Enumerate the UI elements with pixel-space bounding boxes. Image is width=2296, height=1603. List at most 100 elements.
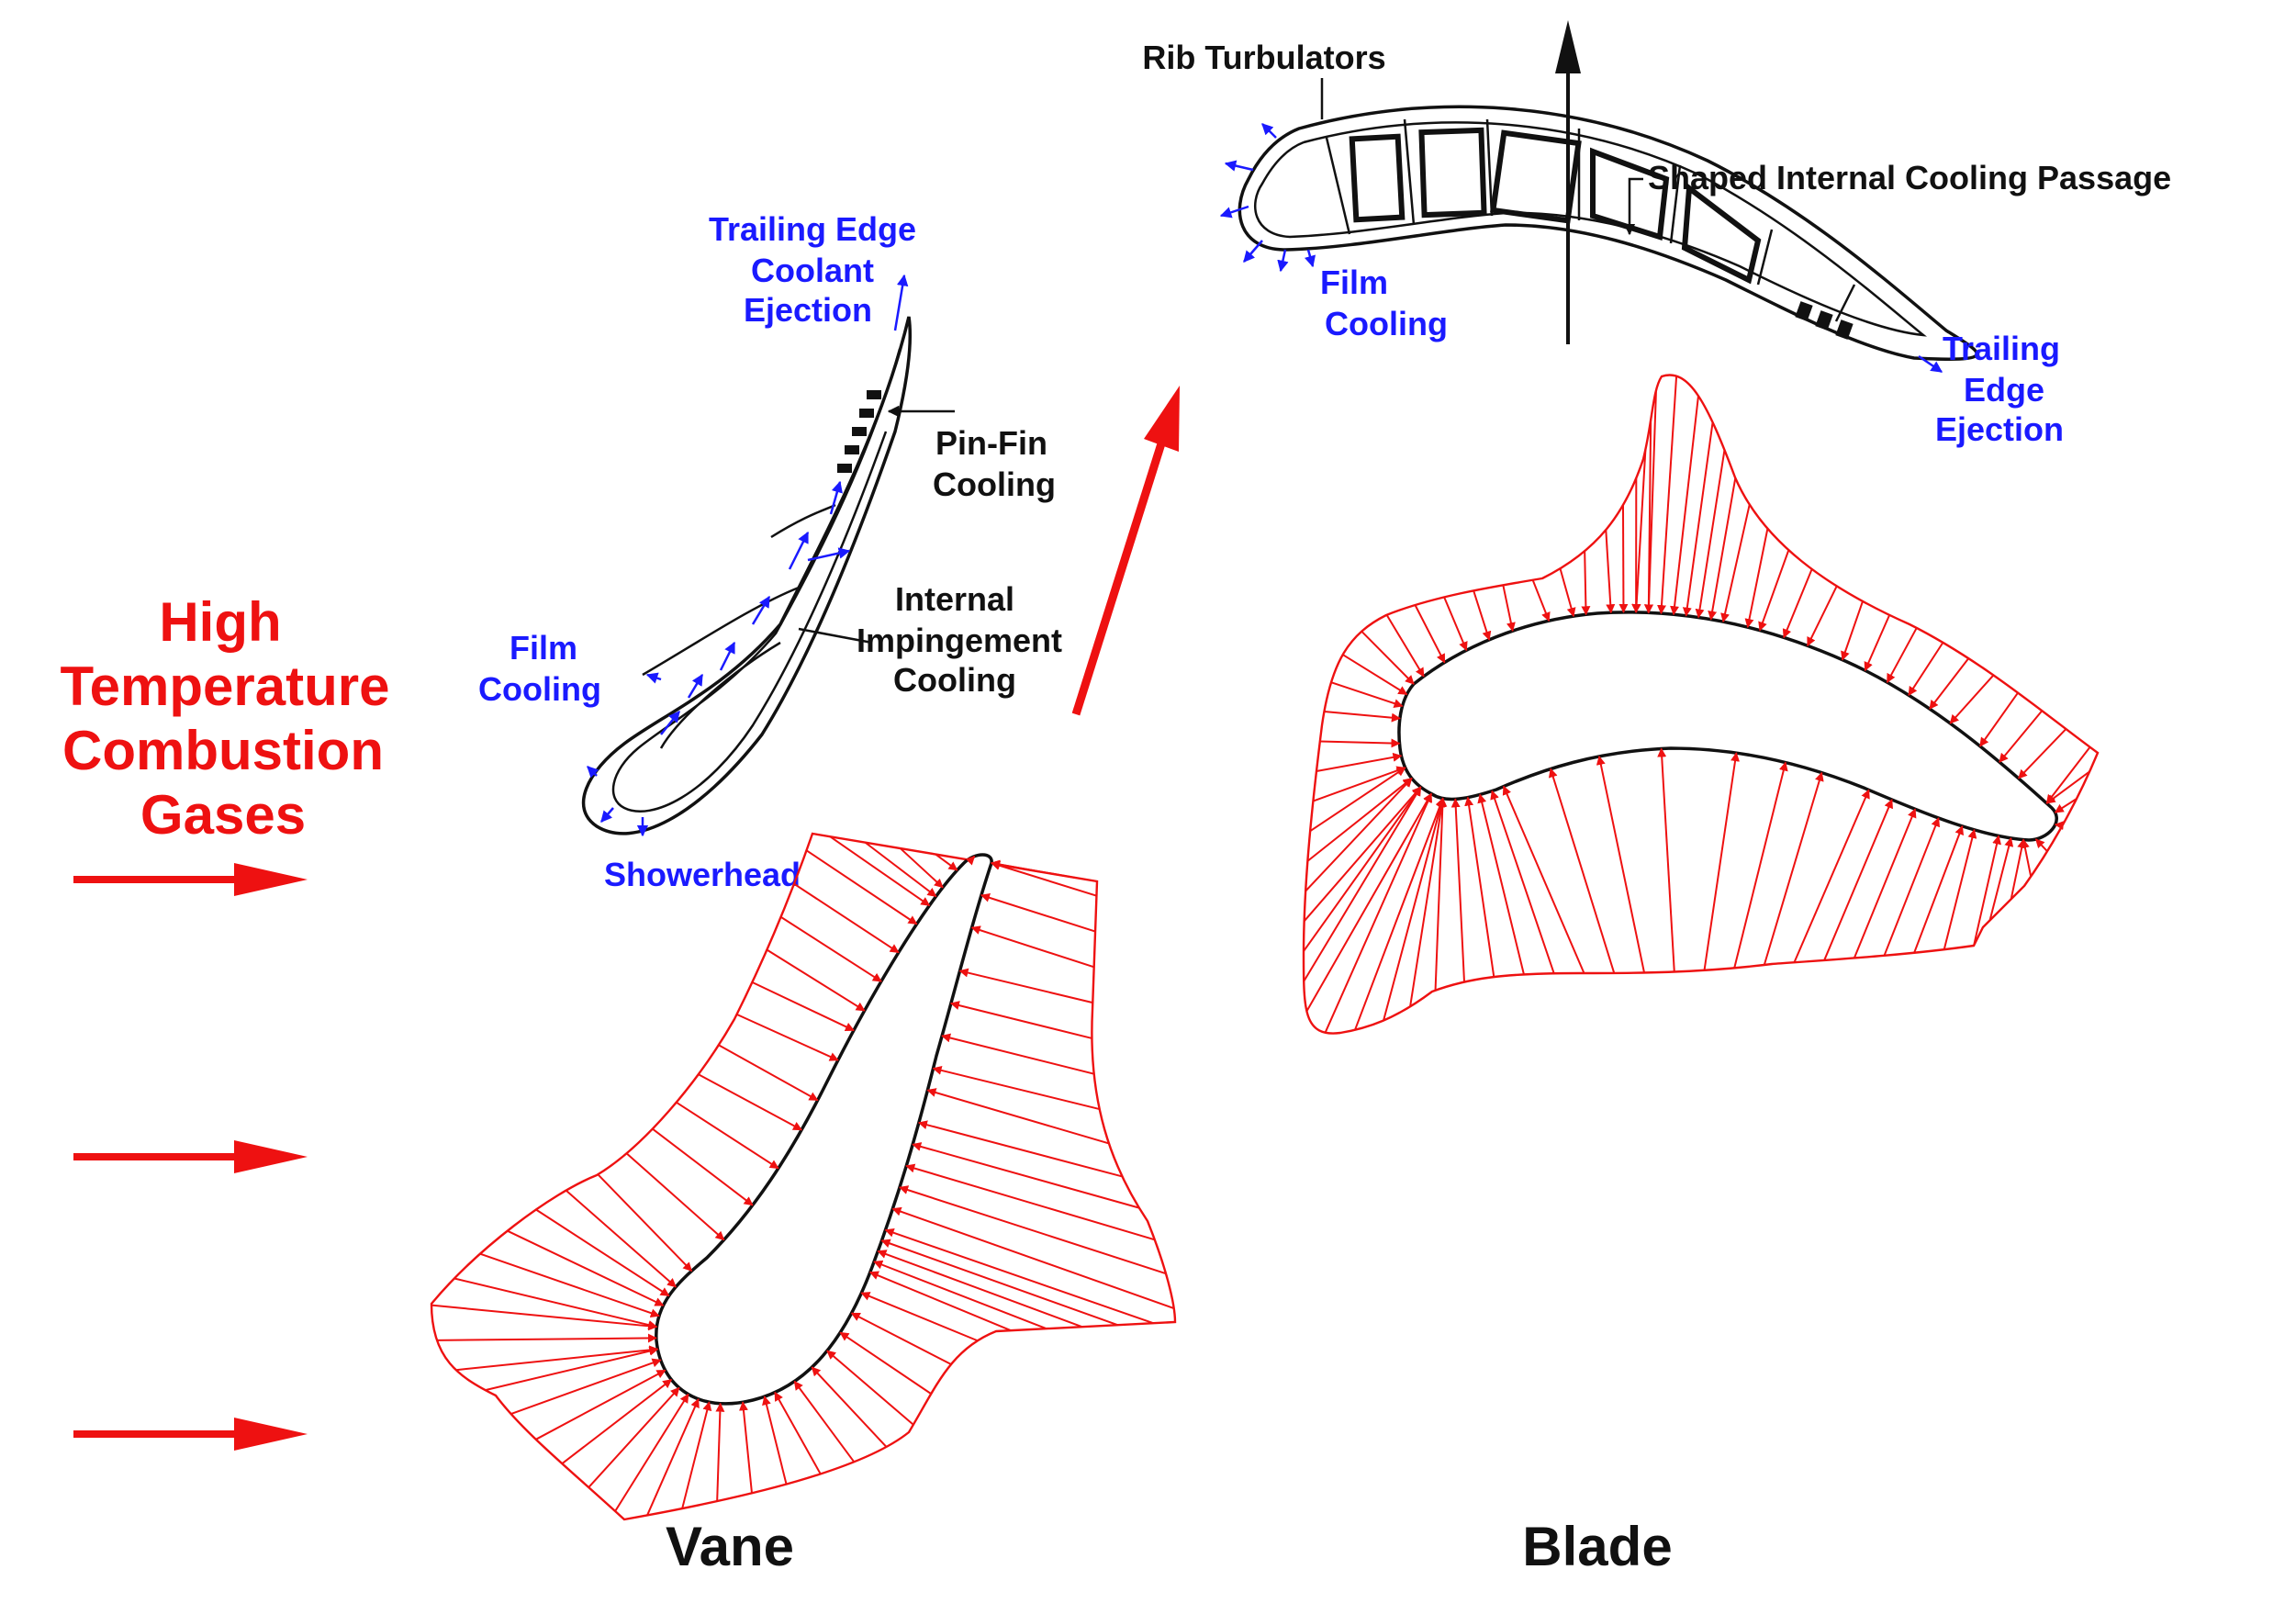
blade-pressure-ray	[1883, 817, 1941, 957]
blade-pressure-ray	[1324, 711, 1401, 723]
blade-pressure-ray	[1644, 390, 1657, 614]
vane-pressure-ray	[738, 1401, 753, 1494]
blade-pressure-ray	[1316, 752, 1403, 773]
blade-pressure-ray	[1361, 630, 1415, 685]
blade-title: Blade	[1522, 1516, 1672, 1577]
vane-pressure-ray	[868, 1271, 1012, 1332]
blade-pressure-ray	[1319, 738, 1401, 748]
vane-pressure-ray	[455, 1345, 659, 1372]
blade-pressure-ray	[1464, 796, 1495, 978]
gases-line-2: Temperature	[60, 656, 389, 717]
rib-cavity	[1418, 127, 1487, 219]
vane-pressure-distribution	[430, 832, 1177, 1521]
vane-pressure-ray	[535, 1369, 666, 1440]
vane-pressure-ray	[965, 855, 976, 866]
rib-cavity	[1349, 133, 1406, 223]
vane-pressure-ray	[864, 841, 937, 898]
vane-pressure-ray	[877, 1250, 1083, 1328]
vane-pressure-ray	[588, 1386, 680, 1488]
shaped-passage-label: Shaped Internal Cooling Passage	[1623, 159, 2171, 236]
blade-pressure-ray	[1979, 691, 2019, 747]
vane-pressure-ray	[676, 1101, 779, 1170]
blade-pressure-ray	[1793, 789, 1870, 963]
vane-te-line-2: Coolant	[751, 252, 874, 289]
vane-pressure-ray	[681, 1401, 712, 1509]
vane-pressure-ray	[431, 1304, 658, 1331]
diagonal-arrow-icon	[1071, 386, 1180, 716]
vane-pressure-ray	[980, 892, 1096, 933]
blade-pressure-ray	[1703, 752, 1741, 970]
blade-pressure-ray	[1949, 674, 1995, 724]
blade-pressure-ray	[1758, 549, 1790, 632]
blade-pressure-ray	[1973, 835, 2001, 947]
vane-pressure-ray	[880, 1239, 1118, 1327]
blade-pressure-ray	[1324, 792, 1433, 1034]
right-arrow-icon	[73, 1140, 308, 1173]
vane-pressure-ray	[949, 1001, 1092, 1039]
blade-pressure-ray	[1559, 567, 1576, 618]
blade-pressure-ray	[1763, 771, 1824, 966]
gases-line-1: High	[159, 591, 281, 653]
rib-turbulators-text: Rib Turbulators	[1142, 39, 1385, 76]
vane-pressure-ray	[935, 853, 958, 871]
vane-pressure-ray	[454, 1277, 658, 1329]
blade-pressure-ray	[2054, 798, 2078, 813]
blade-pressure-ray	[1720, 504, 1751, 623]
gases-line-3: Combustion	[62, 720, 384, 781]
blade-pressure-ray	[1605, 530, 1616, 614]
vane-pressure-ray	[698, 1073, 803, 1131]
rib-cavity	[1490, 129, 1582, 224]
blade-pressure-ray	[1477, 793, 1525, 975]
blade-pressure-ray	[1385, 614, 1425, 678]
vane-film-cooling-label: Film Cooling	[478, 629, 601, 708]
vane-pressure-ray	[826, 1350, 914, 1426]
blade-pressure-ray	[1502, 585, 1516, 633]
vane-pressure-ray	[829, 835, 931, 907]
up-arrow-icon	[1555, 20, 1581, 344]
blade-pressure-ray	[2020, 838, 2033, 877]
vane-pressure-ray	[565, 1189, 677, 1288]
blade-pressure-ray	[1733, 761, 1788, 969]
vane-pressure-ray	[932, 1065, 1100, 1111]
pin-fin-icon	[852, 427, 867, 436]
vane-pressure-ray	[839, 1331, 932, 1395]
vane-pressure-ray	[479, 1252, 660, 1318]
blade-trailing-edge-label: Trailing Edge Ejection	[1935, 330, 2064, 448]
blade-pressure-distribution	[1302, 374, 2100, 1035]
blade-pressure-ray	[1853, 808, 1917, 958]
blade-pressure-ray	[1383, 797, 1446, 1021]
vane-pressure-ray	[805, 849, 918, 925]
blade-pressure-ray	[1913, 824, 1964, 954]
vane-pressure-ray	[900, 847, 944, 889]
vane-pressure-ray	[485, 1346, 659, 1392]
showerhead-label: Showerhead	[604, 856, 801, 893]
pin-fin-line-1: Pin-Fin	[935, 424, 1047, 462]
blade-pressure-ray	[1434, 797, 1448, 991]
blade-te-line-3: Ejection	[1935, 410, 2064, 448]
vane-te-line-1: Trailing Edge	[709, 210, 916, 248]
blade-pressure-ray	[1548, 768, 1616, 974]
vane-pressure-ray	[941, 1033, 1094, 1075]
blade-pressure-ray	[1807, 585, 1838, 647]
pin-fin-icon	[1835, 319, 1854, 340]
right-arrow-icon	[73, 1418, 308, 1451]
vane-pressure-ray	[561, 1378, 673, 1464]
pin-fin-icon	[1795, 301, 1813, 321]
vane-pressure-ray	[774, 1391, 822, 1474]
blade-pressure-ray	[1450, 798, 1465, 982]
blade-pressure-ray	[1682, 421, 1714, 617]
blade-pressure-ray	[1670, 396, 1699, 616]
pin-fin-icon	[1815, 310, 1833, 331]
blade-pressure-ray	[1988, 836, 2014, 921]
vane-pressure-ray	[884, 1227, 1154, 1325]
pin-fin-icon	[859, 409, 874, 418]
blade-pressure-ray	[2045, 746, 2091, 804]
pin-fin-icon	[867, 390, 881, 399]
blade-te-line-1: Trailing	[1943, 330, 2060, 367]
blade-pressure-ray	[1354, 797, 1445, 1031]
blade-film-cooling-label: Film Cooling	[1320, 263, 1448, 342]
blade-pressure-ray	[1864, 614, 1891, 672]
vane-pressure-ray	[646, 1397, 700, 1516]
vane-pressure-ray	[762, 1396, 788, 1485]
